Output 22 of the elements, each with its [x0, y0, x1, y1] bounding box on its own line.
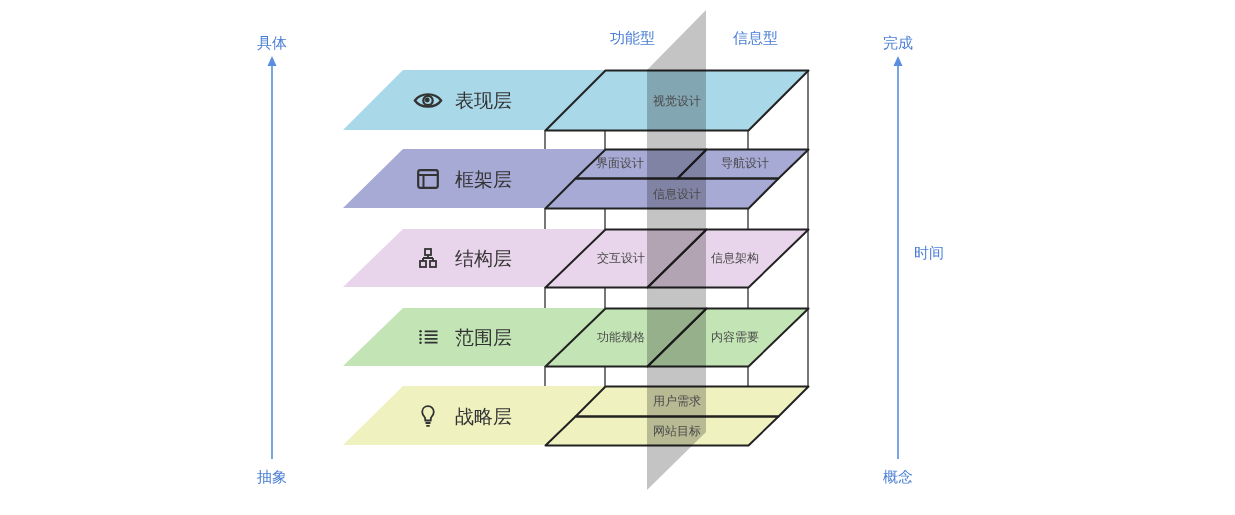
axis-label: 完成: [883, 34, 913, 52]
section-label: 内容需要: [711, 329, 759, 345]
section-label: 用户需求: [653, 393, 701, 409]
axis-label: 具体: [257, 34, 287, 52]
section-label: 功能规格: [597, 329, 645, 345]
section-label: 视觉设计: [653, 93, 701, 109]
column-heading: 功能型: [609, 29, 655, 47]
layer-title: 框架层: [455, 167, 512, 190]
section-label: 交互设计: [597, 250, 645, 266]
axis-label: 概念: [883, 468, 913, 486]
layer-title: 范围层: [455, 325, 512, 349]
section-label: 导航设计: [721, 155, 769, 171]
layer-title: 战略层: [455, 404, 512, 427]
axis-label: 抽象: [257, 468, 287, 486]
layer-title: 结构层: [455, 246, 512, 270]
axis-title: 时间: [914, 244, 944, 262]
section-label: 信息设计: [653, 186, 701, 202]
layer-title: 表现层: [455, 88, 512, 112]
section-label: 网站目标: [653, 423, 701, 439]
column-heading: 信息型: [732, 29, 778, 47]
section-label: 界面设计: [596, 155, 644, 171]
section-label: 信息架构: [711, 250, 759, 266]
